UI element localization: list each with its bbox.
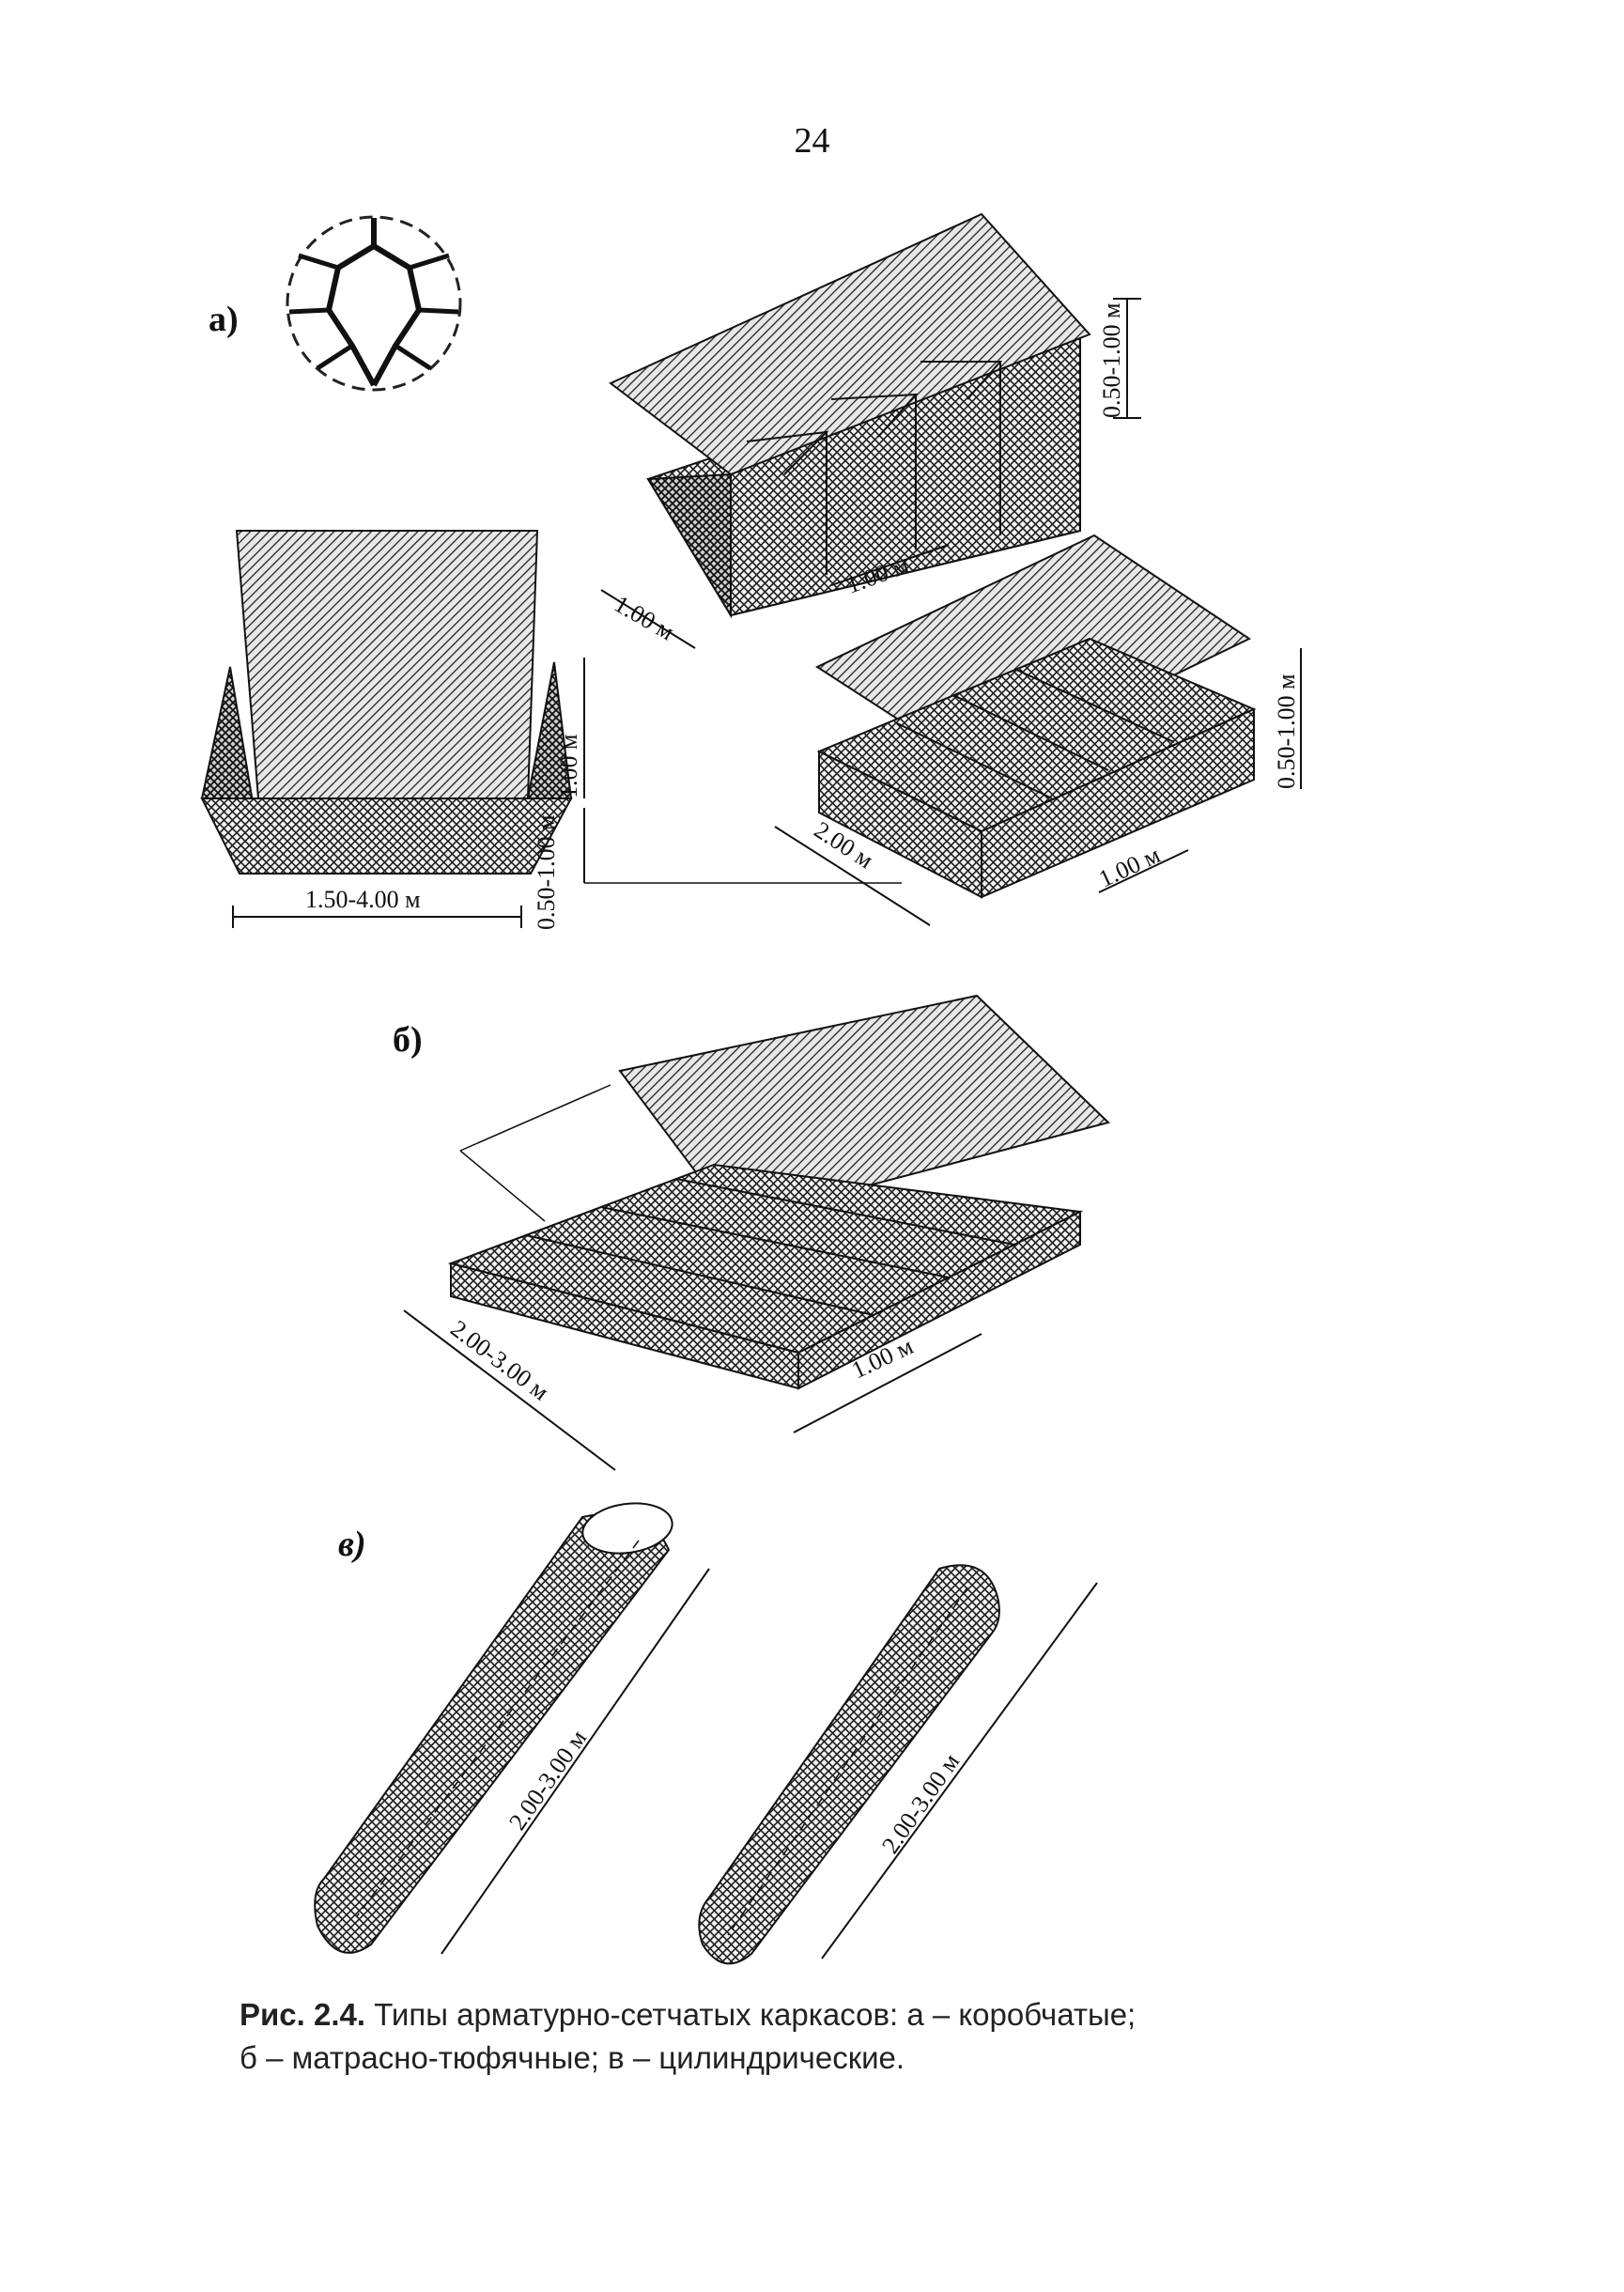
mattress-gabion bbox=[403, 994, 1110, 1471]
caption-line-2: б – матрасно-тюфячные; в – цилиндрически… bbox=[240, 2040, 905, 2075]
panel-label-a: а) bbox=[209, 300, 239, 339]
mesh-detail-icon bbox=[286, 215, 462, 392]
open-box-width-label: 1.50-4.00 м bbox=[305, 886, 421, 913]
box-gabion bbox=[600, 212, 1141, 649]
box-height-label: 0.50-1.00 м bbox=[1098, 302, 1125, 418]
cylinder-gabion-left bbox=[314, 1502, 710, 1955]
figure-caption: Рис. 2.4. Типы арматурно-сетчатых каркас… bbox=[240, 1993, 1414, 2080]
box-depth-label: 1.00 м bbox=[610, 590, 679, 645]
open-box-gabion bbox=[200, 530, 902, 928]
block-height-label: 0.50-1.00 м bbox=[1273, 674, 1300, 789]
open-box-height-top-label: 1.00 м bbox=[555, 735, 582, 798]
panel-label-c: в) bbox=[338, 1525, 366, 1564]
page-number: 24 bbox=[794, 121, 830, 161]
block-gabion bbox=[774, 534, 1302, 926]
open-box-height-bottom-label: 0.50-1.00 м bbox=[533, 814, 560, 930]
cylinder-gabion-right bbox=[698, 1564, 1098, 1965]
mattress-length-label: 2.00-3.00 м bbox=[445, 1315, 553, 1406]
caption-line-1: Типы арматурно-сетчатых каркасов: а – ко… bbox=[365, 1997, 1137, 2032]
caption-prefix: Рис. 2.4. bbox=[240, 1997, 366, 2032]
block-depth-label: 1.00 м bbox=[1094, 841, 1164, 892]
panel-label-b: б) bbox=[393, 1020, 423, 1060]
